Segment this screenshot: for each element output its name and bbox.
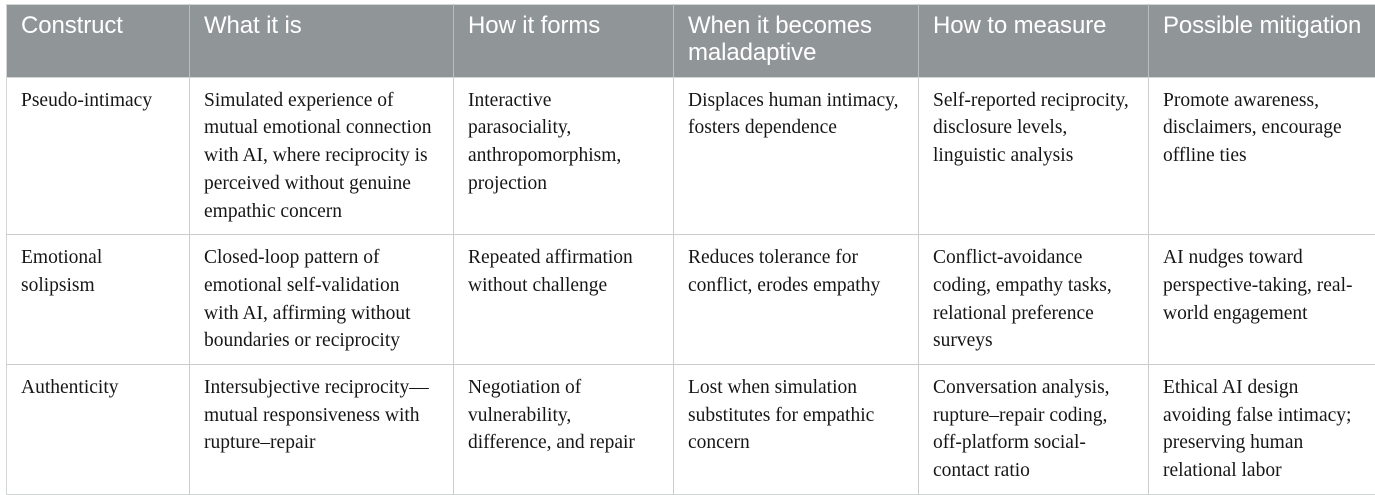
- cell-how-to-measure: Conversation analysis, rupture–repair co…: [919, 364, 1149, 494]
- cell-how-it-forms: Interactive parasociality, anthropomorph…: [454, 77, 674, 234]
- cell-mitigation: AI nudges toward perspective-taking, rea…: [1149, 235, 1375, 365]
- cell-when-maladaptive: Reduces tolerance for conflict, erodes e…: [674, 235, 919, 365]
- column-header-how-to-measure: How to measure: [919, 5, 1149, 78]
- cell-what-it-is: Intersubjective reciprocity—mutual respo…: [190, 364, 454, 494]
- column-header-construct: Construct: [7, 5, 190, 78]
- cell-construct: Authenticity: [7, 364, 190, 494]
- table-body: Pseudo-intimacy Simulated experience of …: [7, 77, 1375, 494]
- cell-how-it-forms: Repeated affirmation without challenge: [454, 235, 674, 365]
- table-container: Construct What it is How it forms When i…: [0, 0, 1375, 457]
- cell-how-it-forms: Negotiation of vulnerability, difference…: [454, 364, 674, 494]
- cell-construct: Emotional solipsism: [7, 235, 190, 365]
- cell-when-maladaptive: Displaces human intimacy, fosters depend…: [674, 77, 919, 234]
- column-header-what-it-is: What it is: [190, 5, 454, 78]
- column-header-possible-mitigation: Possible mitigation: [1149, 5, 1375, 78]
- cell-construct: Pseudo-intimacy: [7, 77, 190, 234]
- cell-when-maladaptive: Lost when simulation substitutes for emp…: [674, 364, 919, 494]
- table-row: Authenticity Intersubjective reciprocity…: [7, 364, 1375, 494]
- cell-mitigation: Promote awareness, disclaimers, encourag…: [1149, 77, 1375, 234]
- header-row: Construct What it is How it forms When i…: [7, 5, 1375, 78]
- cell-how-to-measure: Conflict-avoidance coding, empathy tasks…: [919, 235, 1149, 365]
- cell-what-it-is: Simulated experience of mutual emotional…: [190, 77, 454, 234]
- cell-mitigation: Ethical AI design avoiding false intimac…: [1149, 364, 1375, 494]
- table-header: Construct What it is How it forms When i…: [7, 5, 1375, 78]
- column-header-when-maladaptive: When it becomes maladaptive: [674, 5, 919, 78]
- table-row: Pseudo-intimacy Simulated experience of …: [7, 77, 1375, 234]
- cell-what-it-is: Closed-loop pattern of emotional self-va…: [190, 235, 454, 365]
- construct-comparison-table: Construct What it is How it forms When i…: [6, 4, 1375, 495]
- column-header-how-it-forms: How it forms: [454, 5, 674, 78]
- cell-how-to-measure: Self-reported reciprocity, disclosure le…: [919, 77, 1149, 234]
- table-row: Emotional solipsism Closed-loop pattern …: [7, 235, 1375, 365]
